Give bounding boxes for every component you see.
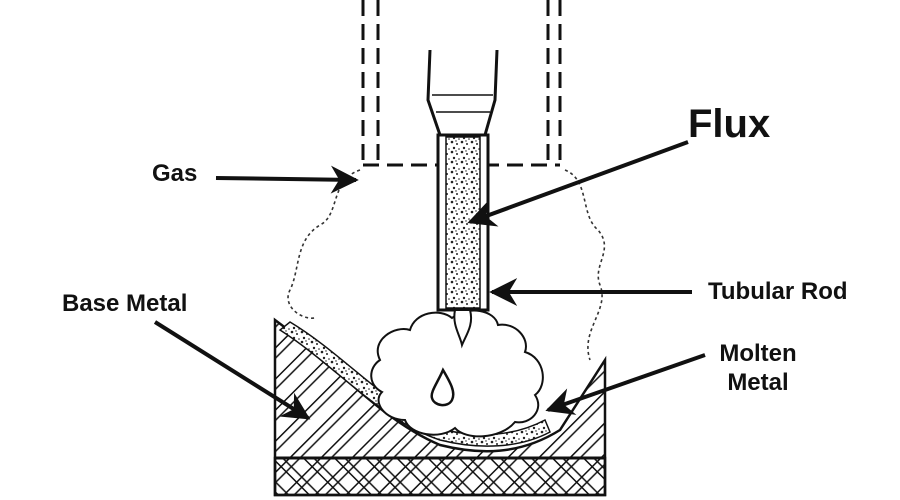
pointer-arrows (153, 140, 706, 420)
arrow-base-metal (153, 320, 311, 420)
label-gas: Gas (152, 160, 198, 187)
label-molten-metal: Molten Metal (710, 340, 806, 398)
label-molten-line1: Molten (719, 340, 797, 367)
label-tubular-rod: Tubular Rod (708, 278, 848, 305)
base-metal (273, 317, 607, 497)
metal-droplet (430, 367, 455, 407)
arrow-gas (215, 165, 359, 194)
label-molten-line2: Metal (727, 368, 789, 396)
molten-metal-pool (370, 309, 544, 438)
gas-shield-outline (287, 169, 606, 361)
label-base-metal: Base Metal (62, 290, 188, 317)
arrow-molten-metal (545, 353, 706, 415)
label-flux: Flux (688, 102, 771, 146)
arrow-flux (467, 140, 689, 227)
contact-tip (426, 49, 499, 137)
